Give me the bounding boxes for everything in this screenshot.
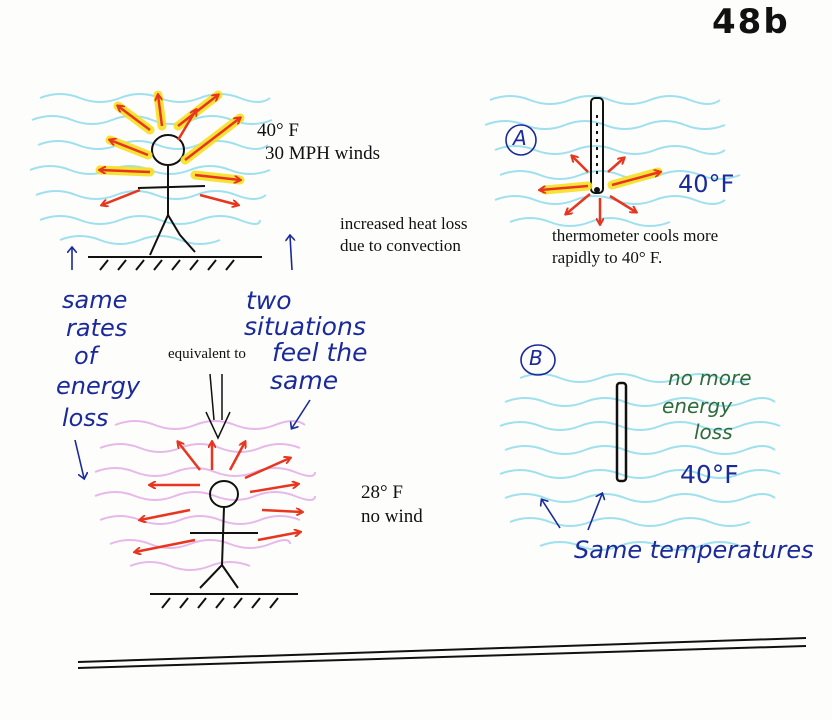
panel-b-note-3: loss	[694, 420, 733, 444]
heat-loss-arrows-windy	[95, 90, 245, 205]
thermometer-b	[615, 381, 628, 483]
note-two-situations-4: same	[270, 366, 339, 395]
temperature-windy: 40° F	[257, 120, 299, 141]
equivalent-to-label: equivalent to	[168, 346, 246, 362]
ground-bottom-left	[150, 593, 298, 609]
equivalent-arrow	[205, 373, 231, 440]
stick-figure-windy	[137, 134, 206, 256]
panel-b-circle	[520, 344, 556, 376]
panel-a-label: A	[513, 126, 527, 150]
bottom-rule	[77, 637, 807, 669]
panel-b-bottom-note: Same temperatures	[574, 536, 814, 564]
note-same-rates-5: loss	[62, 404, 109, 432]
panel-b-note-2: energy	[662, 394, 733, 418]
wind-scribbles-panel-a	[484, 95, 741, 227]
panel-b-note-1: no more	[668, 366, 752, 390]
panel-a-caption-1: thermometer cools more	[552, 226, 719, 245]
panel-b-label: B	[529, 346, 543, 370]
note-two-situations-1: two	[246, 286, 292, 315]
panel-a-caption-2: rapidly to 40° F.	[552, 248, 663, 267]
note-due-to-convection: due to convection	[340, 236, 461, 255]
no-wind-label: no wind	[361, 506, 423, 527]
panel-a-circle	[505, 124, 537, 156]
still-air-scribbles	[94, 420, 316, 571]
blue-pointer-arrows	[72, 236, 602, 531]
note-increased-heat-loss: increased heat loss	[340, 214, 468, 233]
note-same-rates-1: same	[62, 286, 128, 314]
panel-a-temperature: 40°F	[678, 170, 735, 198]
page-number: 48b	[712, 2, 790, 42]
note-same-rates-2: rates	[66, 314, 128, 342]
note-two-situations-2: situations	[244, 312, 366, 341]
wind-scribbles-top-left	[29, 93, 273, 245]
note-same-rates-4: energy	[56, 372, 141, 400]
wind-speed: 30 MPH winds	[265, 143, 381, 164]
panel-b-temperature: 40°F	[680, 460, 739, 489]
still-air-scribbles-panel-b	[499, 373, 781, 551]
heat-loss-arrows-thermometer-a	[540, 156, 660, 224]
ground-top-left	[88, 256, 262, 271]
stick-figure-calm	[190, 480, 258, 589]
temperature-calm: 28° F	[361, 482, 403, 503]
thermometer-a	[590, 97, 604, 194]
note-two-situations-3: feel the	[272, 338, 368, 367]
heat-loss-arrows-calm	[135, 442, 302, 552]
note-same-rates-3: of	[74, 342, 98, 370]
